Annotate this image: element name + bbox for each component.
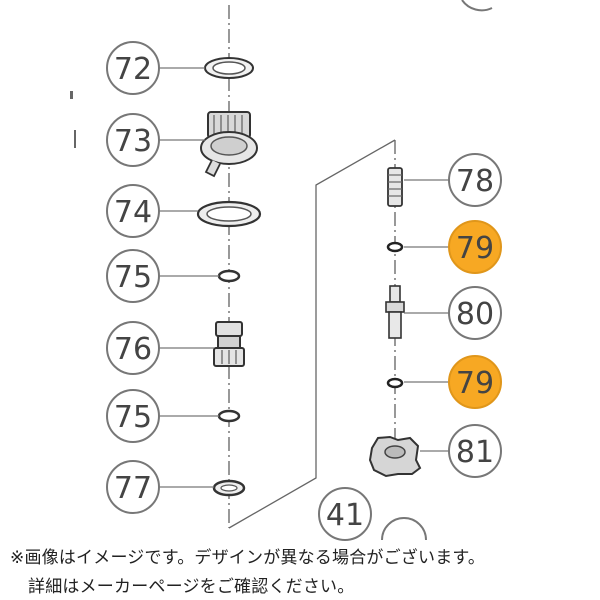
disclaimer-line-2: 詳細はメーカーページをご確認ください。 xyxy=(28,577,355,597)
part-75-ring-upper xyxy=(217,269,241,283)
callout-77: 77 xyxy=(106,460,160,514)
part-81-knob xyxy=(368,435,422,478)
callout-79-upper-highlighted: 79 xyxy=(448,220,502,274)
svg-text:41: 41 xyxy=(326,498,364,533)
callout-76: 76 xyxy=(106,321,160,375)
part-72-oring xyxy=(204,57,254,79)
callout-72: 72 xyxy=(106,41,160,95)
callout-81: 81 xyxy=(448,424,502,478)
svg-text:77: 77 xyxy=(114,471,152,506)
part-80-stem xyxy=(385,285,405,339)
disclaimer-line-1: ※画像はイメージです。デザインが異なる場合がございます。 xyxy=(10,548,486,568)
svg-text:73: 73 xyxy=(114,124,152,159)
svg-text:74: 74 xyxy=(114,195,152,230)
part-76-nipple xyxy=(213,321,245,367)
svg-text:81: 81 xyxy=(456,435,494,470)
svg-text:79: 79 xyxy=(456,231,494,266)
svg-text:72: 72 xyxy=(114,52,152,87)
callout-80: 80 xyxy=(448,286,502,340)
callout-73: 73 xyxy=(106,113,160,167)
svg-text:75: 75 xyxy=(114,260,152,295)
svg-text:78: 78 xyxy=(456,164,494,199)
assembly-connector-line xyxy=(228,139,396,529)
callout-74: 74 xyxy=(106,184,160,238)
part-73-fitting xyxy=(200,111,258,178)
part-79-ring-lower xyxy=(386,377,404,389)
callout-75-upper: 75 xyxy=(106,249,160,303)
part-77-oring xyxy=(212,479,246,497)
callout-79-lower-highlighted: 79 xyxy=(448,355,502,409)
callout-75-lower: 75 xyxy=(106,389,160,443)
partial-callout-top xyxy=(461,0,493,12)
leader-lines-right xyxy=(404,179,449,452)
svg-text:75: 75 xyxy=(114,400,152,435)
partial-callout-bottom xyxy=(381,517,427,541)
stray-mark xyxy=(74,130,76,148)
callout-78: 78 xyxy=(448,153,502,207)
part-78-pin xyxy=(387,167,403,207)
stray-mark xyxy=(70,91,73,99)
leader-lines-left xyxy=(159,67,219,488)
svg-text:80: 80 xyxy=(456,297,494,332)
part-74-oring xyxy=(196,200,262,228)
part-79-ring-upper xyxy=(386,241,404,253)
svg-text:79: 79 xyxy=(456,366,494,401)
callout-41: 41 xyxy=(318,487,372,541)
part-75-ring-lower xyxy=(217,409,241,423)
svg-text:76: 76 xyxy=(114,332,152,367)
